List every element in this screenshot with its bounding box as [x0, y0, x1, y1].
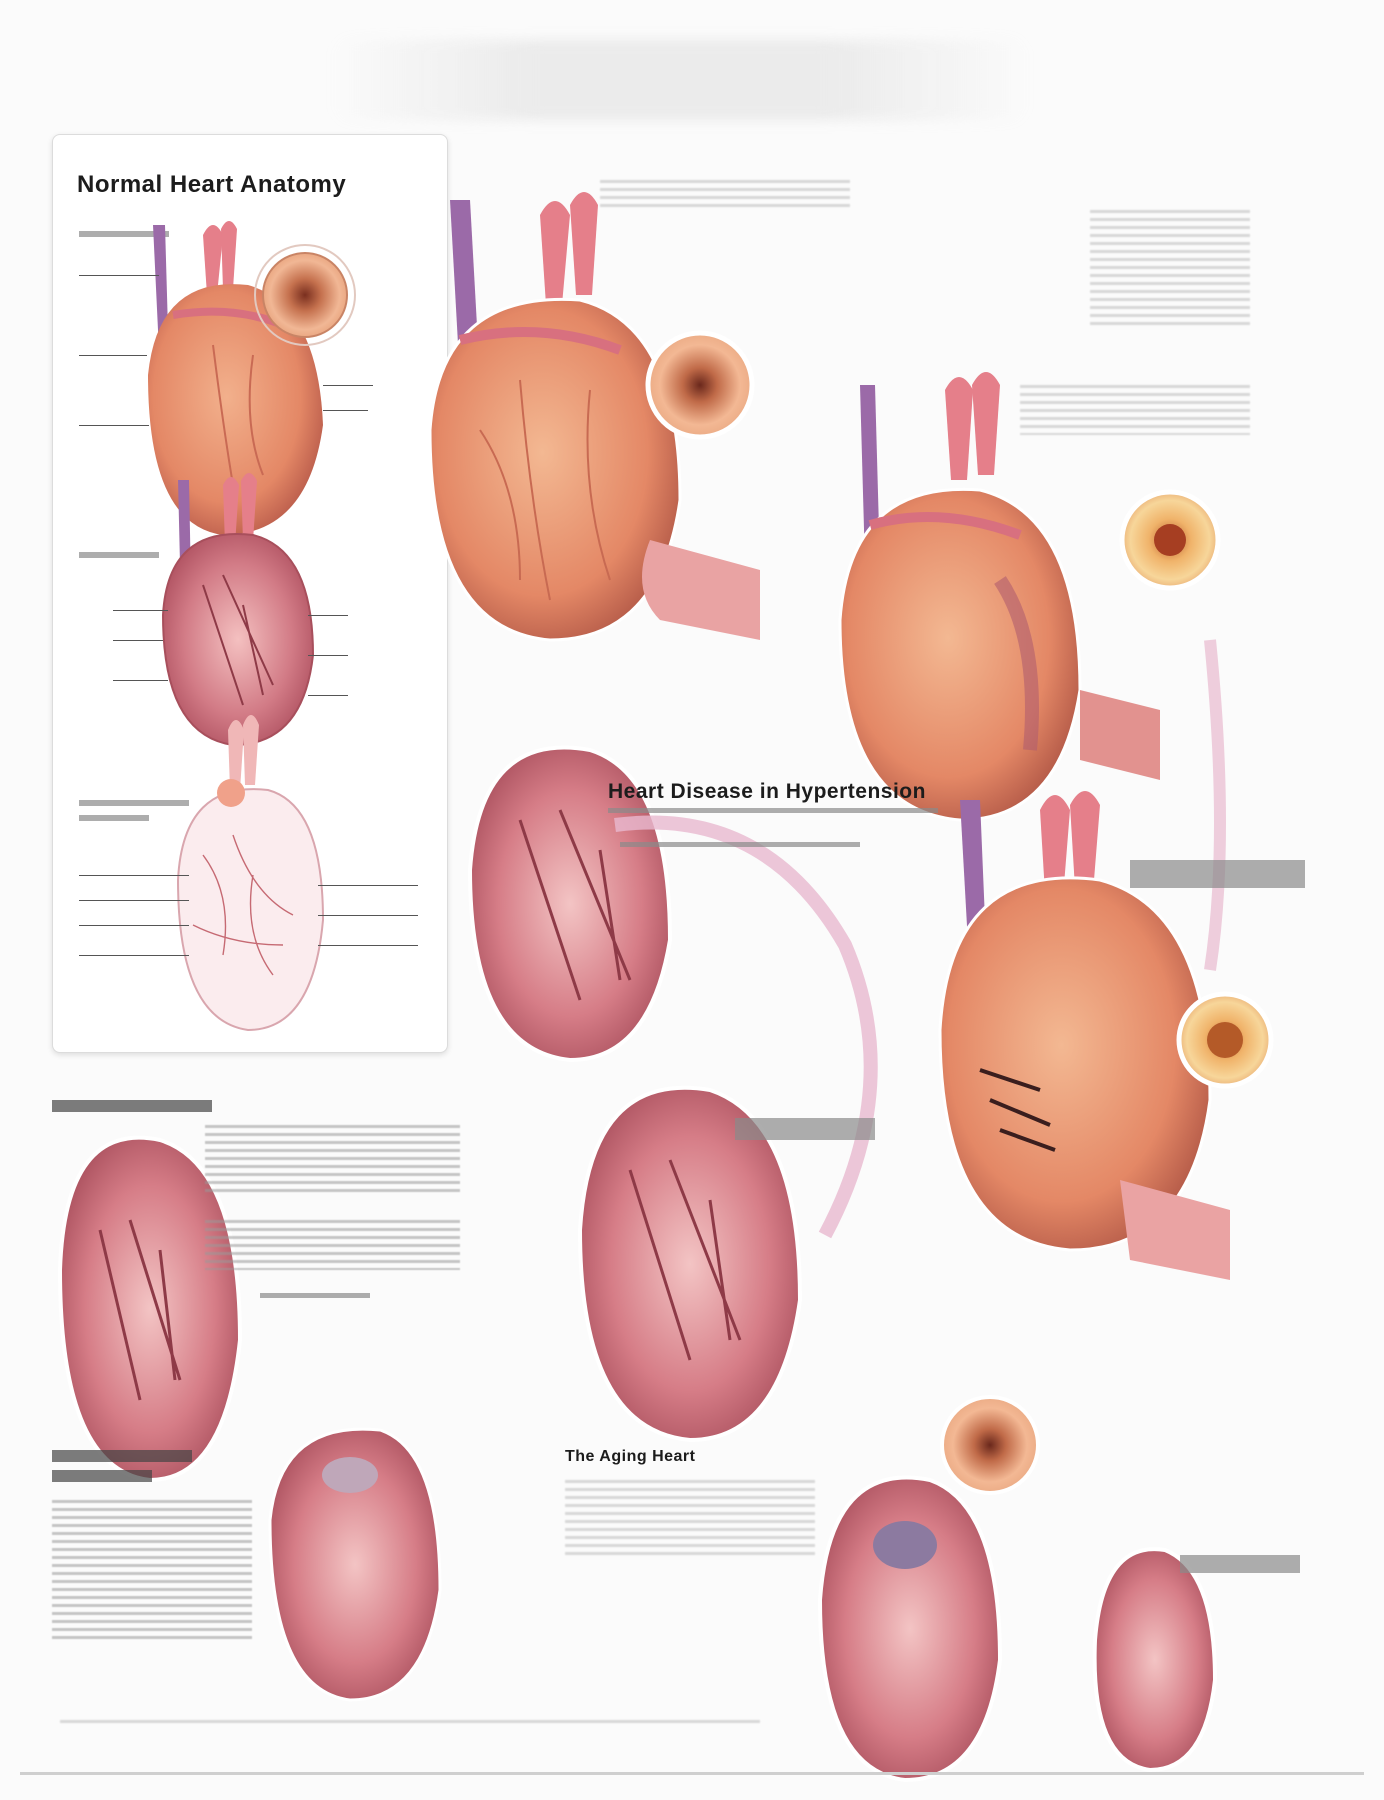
label-interior — [79, 552, 159, 558]
bottom-rule — [20, 1772, 1364, 1775]
normal-anatomy-panel: Normal Heart Anatomy — [52, 134, 448, 1053]
aging-text — [565, 1480, 815, 1560]
label-coronary — [79, 800, 189, 806]
label-exterior — [79, 231, 169, 237]
aging-heart-title: The Aging Heart — [565, 1448, 696, 1465]
hypertension-title: Heart Disease in Hypertension — [608, 780, 926, 803]
normal-heart-diagrams — [148, 221, 356, 1032]
dilated-section-title — [52, 1100, 212, 1112]
valve-text — [52, 1500, 252, 1640]
valve-section-title — [52, 1450, 192, 1462]
dilated-text-2 — [205, 1220, 460, 1270]
normal-anatomy-title: Normal Heart Anatomy — [77, 171, 347, 198]
intro-text — [600, 180, 850, 210]
footer-text — [60, 1720, 760, 1728]
poster-title-faded — [330, 40, 1030, 120]
dilated-text-1 — [205, 1125, 460, 1195]
